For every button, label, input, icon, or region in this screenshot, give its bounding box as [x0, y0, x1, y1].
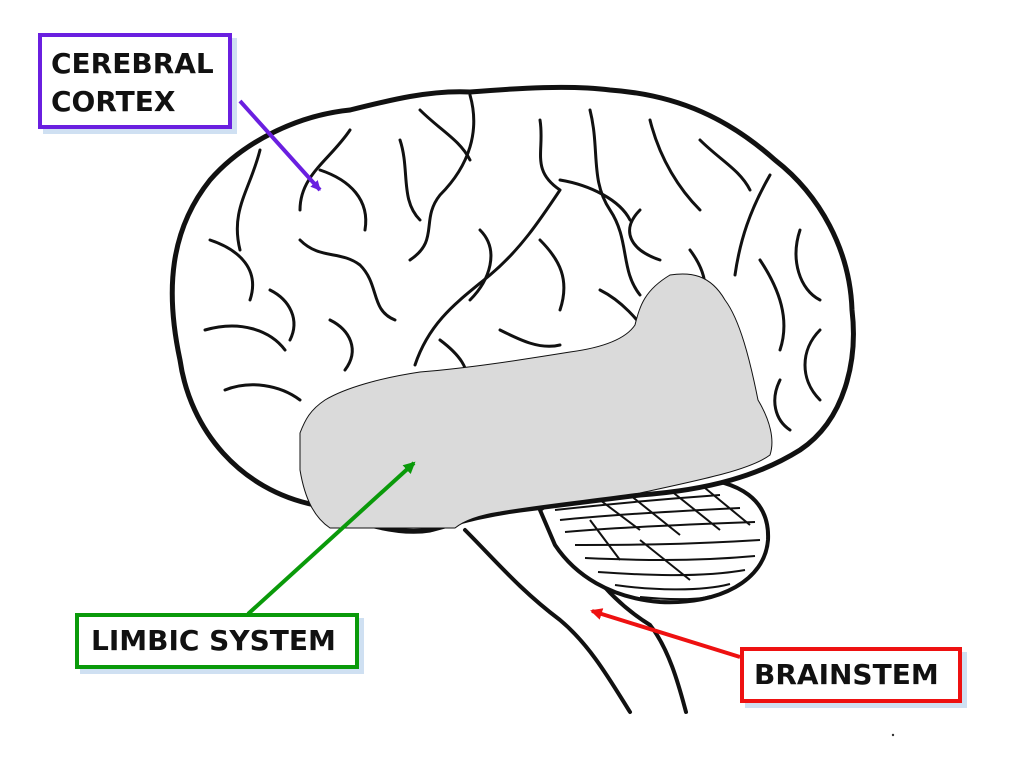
dot-mark	[891, 733, 895, 737]
limbic-arrow	[246, 461, 416, 616]
cortex-arrow	[238, 99, 322, 192]
brainstem-label: BRAINSTEM	[740, 647, 962, 703]
limbic-system-label-text: LIMBIC SYSTEM	[91, 624, 336, 657]
cerebral-cortex-label-line1: CEREBRAL	[51, 47, 214, 80]
cerebellum-shape	[537, 475, 771, 605]
brainstem-label-text: BRAINSTEM	[754, 658, 939, 691]
limbic-region	[299, 273, 773, 529]
brainstem-arrow	[590, 608, 741, 659]
cerebral-cortex-label-line2: CORTEX	[51, 85, 176, 118]
cerebral-cortex-label: CEREBRAL CORTEX	[38, 33, 232, 129]
limbic-system-label: LIMBIC SYSTEM	[75, 613, 359, 669]
